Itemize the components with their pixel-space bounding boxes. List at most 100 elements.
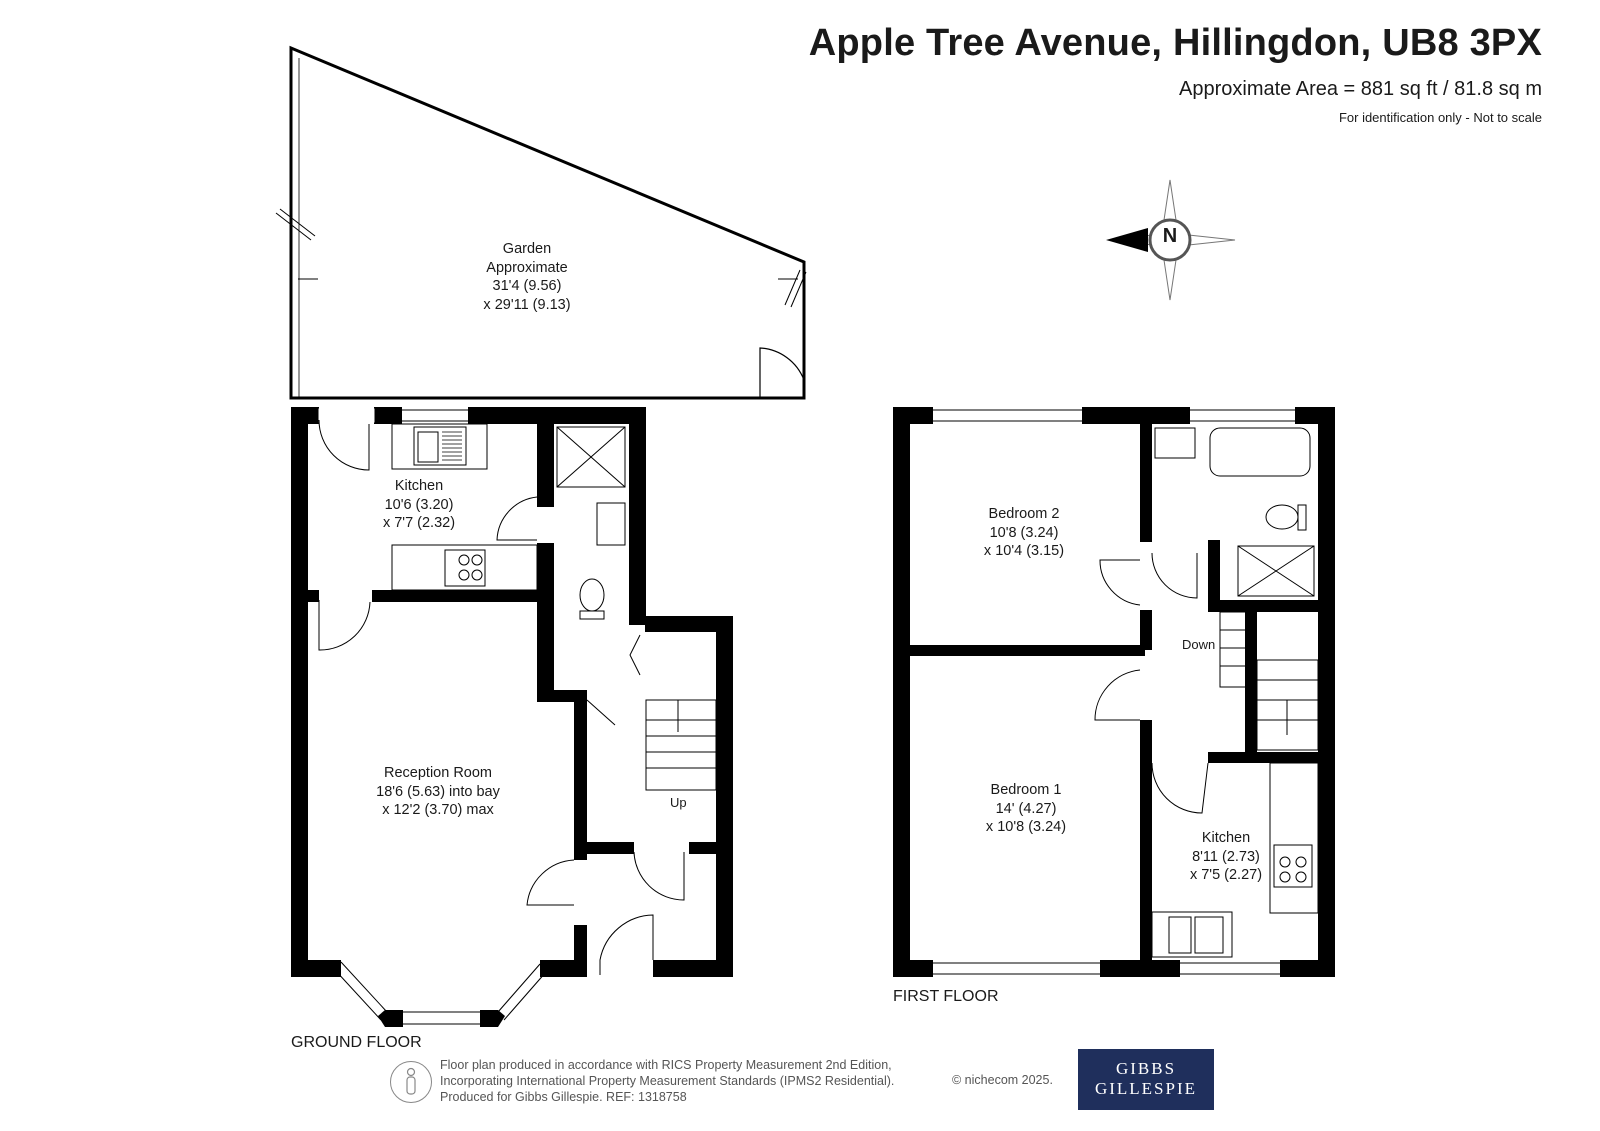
bath-shower bbox=[1237, 545, 1315, 597]
wc-left-wall-bottom bbox=[537, 543, 554, 625]
compass-icon bbox=[1106, 179, 1236, 301]
page-title: Apple Tree Avenue, Hillingdon, UB8 3PX bbox=[808, 22, 1542, 64]
room-label-kitchen: Kitchen 10'6 (3.20) x 7'7 (2.32) bbox=[383, 477, 455, 533]
room-label-bedroom2: Bedroom 2 10'8 (3.24) x 10'4 (3.15) bbox=[984, 505, 1064, 561]
kitchen-door-swing bbox=[318, 419, 370, 471]
footer-line-3: Produced for Gibbs Gillespie. REF: 13187… bbox=[440, 1090, 687, 1104]
bedroom1-dim2: x 10'8 (3.24) bbox=[985, 819, 1067, 835]
porch-inner-door-swing bbox=[526, 859, 575, 906]
gibbs-gillespie-logo: GIBBS GILLESPIE bbox=[1078, 1049, 1214, 1110]
ground-stairs bbox=[645, 699, 717, 791]
bedroom-partition bbox=[910, 645, 1145, 656]
porch-top-wall-b bbox=[689, 842, 733, 854]
ground-floor-label: GROUND FLOOR bbox=[291, 1034, 422, 1051]
compass-north-label: N bbox=[1162, 225, 1178, 247]
ground-top-wall-b bbox=[374, 407, 402, 424]
porch-top-wall-a bbox=[574, 842, 634, 854]
footer-line-2: Incorporating International Property Mea… bbox=[440, 1074, 895, 1088]
bath-basin bbox=[1154, 427, 1196, 459]
bay-corner-right bbox=[480, 1010, 505, 1027]
kitchen-partition-a bbox=[291, 590, 319, 602]
kitchen2-sink-counter bbox=[1151, 911, 1233, 958]
bedroom2-dim2: x 10'4 (3.15) bbox=[983, 543, 1065, 559]
kitchen-sink bbox=[413, 426, 467, 466]
reception-dim1: 18'6 (5.63) into bay bbox=[376, 783, 500, 800]
front-door-swing bbox=[599, 914, 654, 975]
garden-outline bbox=[289, 45, 806, 400]
wc-toilet bbox=[579, 578, 605, 612]
kitchen-hob bbox=[444, 549, 486, 587]
porch-bottom-wall bbox=[653, 960, 733, 977]
shower-tray bbox=[556, 426, 626, 488]
first-floor-label: FIRST FLOOR bbox=[893, 988, 999, 1005]
area-summary: Approximate Area = 881 sq ft / 81.8 sq m bbox=[1179, 78, 1542, 100]
room-label-reception: Reception Room 18'6 (5.63) into bay x 12… bbox=[376, 764, 500, 820]
reception-right-wall bbox=[574, 700, 587, 860]
first-stairs-label: Down bbox=[1182, 637, 1216, 652]
first-top-wall-a bbox=[893, 407, 933, 424]
person-icon bbox=[390, 1061, 432, 1103]
kitchen2-dim2: x 7'5 (2.27) bbox=[1189, 867, 1263, 883]
first-top-wall-b bbox=[1082, 407, 1190, 424]
hall-door-swing bbox=[633, 851, 685, 901]
wc-basin bbox=[596, 502, 626, 546]
bedroom2-dim1: 10'8 (3.24) bbox=[989, 524, 1059, 541]
first-stairs-b bbox=[1256, 659, 1319, 751]
first-right-wall bbox=[1318, 407, 1335, 977]
garden-dim2: x 29'11 (9.13) bbox=[483, 296, 571, 313]
first-bottom-wall-a bbox=[893, 960, 933, 977]
first-stairs-a bbox=[1219, 611, 1251, 688]
bath-left-wall bbox=[1140, 407, 1152, 542]
bedroom1-dim1: 14' (4.27) bbox=[995, 800, 1057, 817]
reception-dim2: x 12'2 (3.70) max bbox=[382, 802, 494, 818]
landing-left-wall-a bbox=[1140, 610, 1152, 650]
kitchen-dim2: x 7'7 (2.32) bbox=[382, 515, 456, 531]
footer-disclaimer: Floor plan produced in accordance with R… bbox=[440, 1057, 894, 1105]
kitchen-counter-bottom bbox=[391, 544, 538, 591]
garden-approx: Approximate bbox=[486, 259, 568, 276]
kitchen-name: Kitchen bbox=[394, 478, 444, 494]
bay-window-glazing bbox=[334, 961, 547, 1025]
kitchen2-door-swing bbox=[1151, 762, 1209, 814]
bay-corner-left bbox=[378, 1010, 403, 1027]
bath-bottom-wall bbox=[1208, 600, 1318, 612]
kitchen-dim1: 10'6 (3.20) bbox=[384, 496, 454, 513]
cupboard-doors bbox=[586, 634, 641, 726]
bay-right-pier bbox=[540, 960, 587, 977]
hall-top-wall bbox=[645, 616, 733, 632]
hall-right-wall bbox=[716, 616, 733, 977]
room-label-bedroom1: Bedroom 1 14' (4.27) x 10'8 (3.24) bbox=[986, 781, 1066, 837]
cupboard-bottom-wall bbox=[537, 690, 587, 702]
reception-name: Reception Room bbox=[384, 765, 492, 781]
logo-line-1: GIBBS bbox=[1115, 1059, 1177, 1078]
kitchen2-left-wall bbox=[1140, 750, 1152, 965]
cupboard-left-wall bbox=[537, 625, 554, 700]
kitchen2-top-wall bbox=[1208, 752, 1335, 763]
wc-right-wall bbox=[629, 407, 646, 625]
bath-door-swing bbox=[1151, 552, 1198, 599]
bedroom1-name: Bedroom 1 bbox=[990, 782, 1062, 798]
ground-top-wall-a bbox=[291, 407, 319, 424]
room-label-garden: Garden Approximate 31'4 (9.56) x 29'11 (… bbox=[483, 240, 570, 314]
ground-stairs-label: Up bbox=[670, 795, 687, 810]
kitchen-partition-b bbox=[372, 590, 554, 602]
disclaimer-note: For identification only - Not to scale bbox=[1338, 110, 1542, 125]
kitchen2-name: Kitchen bbox=[1201, 830, 1251, 846]
kitchen2-counter bbox=[1269, 762, 1319, 914]
logo-line-2: GILLESPIE bbox=[1094, 1079, 1198, 1098]
reception-door-swing bbox=[318, 600, 371, 651]
first-bottom-wall-c bbox=[1280, 960, 1335, 977]
first-bottom-wall-b bbox=[1100, 960, 1180, 977]
bath-inner-wall bbox=[1208, 540, 1220, 610]
room-label-kitchen2: Kitchen 8'11 (2.73) x 7'5 (2.27) bbox=[1190, 829, 1262, 885]
garden-name: Garden bbox=[502, 241, 552, 257]
bedroom2-name: Bedroom 2 bbox=[988, 506, 1060, 522]
bay-left-pier bbox=[291, 960, 341, 977]
ground-top-wall-c bbox=[468, 407, 645, 424]
copyright-text: © nichecom 2025. bbox=[952, 1073, 1053, 1087]
bath-toilet bbox=[1265, 504, 1299, 530]
kitchen2-hob bbox=[1273, 844, 1313, 888]
bathtub bbox=[1209, 427, 1311, 477]
kitchen-counter-top bbox=[391, 423, 488, 470]
